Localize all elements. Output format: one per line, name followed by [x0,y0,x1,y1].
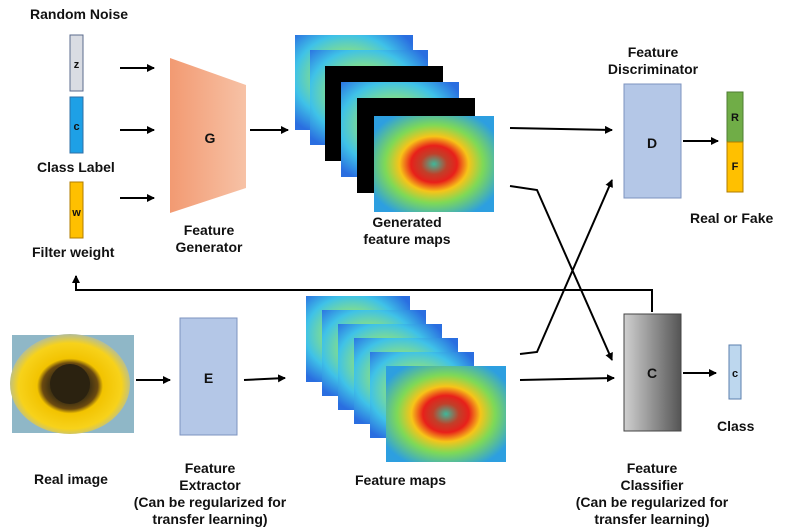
generated-maps-label: Generated feature maps [352,214,462,248]
real-or-fake-label: Real or Fake [690,210,774,226]
feature-extractor-block: E [179,317,238,436]
feature-generator-label: Feature Generator [170,222,248,256]
d-letter: D [647,135,657,151]
feature-generator-label-line1: Feature [183,222,235,238]
class-c-letter: c [732,368,738,380]
feature-classifier-block: C [623,313,682,432]
r-letter: R [731,112,739,124]
real-image-sunflower [10,334,134,434]
random-noise-label: Random Noise [30,6,129,22]
real-image-label: Real image [34,471,108,487]
feature-extractor-label-line3: (Can be regularized for [133,494,287,510]
f-letter: F [732,161,739,173]
class-label-c-box: c [69,96,84,154]
arrow-gen-to-d [509,125,613,134]
w-letter: w [71,207,81,219]
generated-feature-maps-stack [295,35,494,212]
generated-maps-label-line1: Generated [372,214,442,230]
feature-classifier-label-line1: Feature [626,460,678,476]
feature-classifier-label-line2: Classifier [620,477,684,493]
class-label-label: Class Label [37,159,115,175]
feature-discriminator-block: D [623,83,682,199]
feature-generator-label-line2: Generator [175,239,243,255]
arrow-real-to-c [519,374,615,383]
feature-classifier-label-line3: (Can be regularized for [575,494,729,510]
filter-weight-label: Filter weight [32,244,115,260]
fake-box: F [726,141,744,193]
filter-weight-w-box: w [69,181,84,239]
feature-extractor-label-line2: Extractor [179,477,241,493]
feature-generator-block: G [170,58,246,213]
arrow-e-to-maps [243,374,286,383]
feature-classifier-label-line4: transfer learning) [594,511,710,527]
real-box: R [726,91,744,143]
feature-extractor-label: Feature Extractor (Can be regularized fo… [110,460,310,528]
g-letter: G [205,130,216,146]
arrow-c-to-filter-weight [72,275,653,312]
arrow-gen-to-c [509,185,613,361]
arrow-real-to-d [519,179,613,355]
feature-discriminator-label-line2: Discriminator [607,61,699,77]
noise-z-box: z [69,34,84,92]
c-letter: c [73,121,79,133]
feature-extractor-label-line1: Feature [184,460,236,476]
feature-discriminator-label: Feature Discriminator [598,44,708,78]
z-letter: z [74,59,80,71]
feature-maps-stack [306,296,506,462]
e-letter: E [204,370,213,386]
class-output-box: c [728,344,742,400]
feature-discriminator-label-line1: Feature [627,44,679,60]
generated-maps-label-line2: feature maps [363,231,451,247]
class-label-output: Class [717,418,755,434]
feature-extractor-label-line4: transfer learning) [152,511,268,527]
c-classifier-letter: C [647,365,657,381]
feature-maps-label: Feature maps [355,472,447,488]
feature-classifier-label: Feature Classifier (Can be regularized f… [552,460,752,528]
